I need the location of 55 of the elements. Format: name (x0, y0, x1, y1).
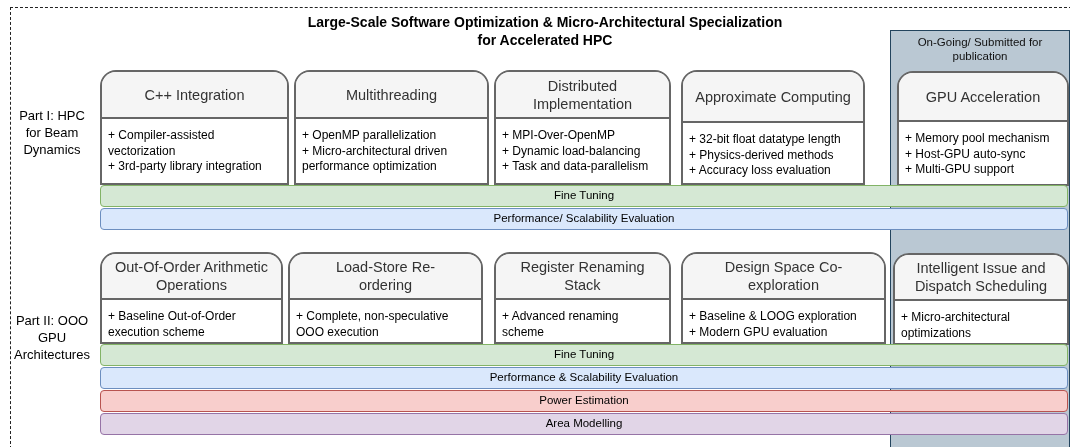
card-title: GPU Acceleration (925, 87, 1041, 106)
bullet-text: + 3rd-party library integration (108, 159, 263, 175)
bar-label: Fine Tuning (553, 347, 615, 363)
task-card (897, 71, 1069, 186)
card-title: Multithreading (345, 85, 438, 104)
bullet-text: + Complete, non-speculative OOO execution (296, 309, 450, 340)
card-title: Design Space Co-exploration (723, 258, 844, 294)
task-card (494, 252, 671, 344)
task-card (288, 252, 483, 344)
bullet-text: + MPI-Over-OpenMP (502, 128, 617, 144)
bullet-text: + Multi-GPU support (905, 162, 1016, 178)
phase-bar (100, 413, 1068, 435)
card-title: Intelligent Issue and Dispatch Scheduling (913, 259, 1049, 295)
bullet-text: + Physics-derived methods (689, 147, 835, 163)
bar-label: Area Modelling (545, 416, 623, 432)
card-title: C++ Integration (144, 85, 245, 104)
card-title: Load-Store Re-ordering (334, 258, 437, 294)
bar-label: Power Estimation (539, 393, 629, 409)
task-card (100, 70, 289, 185)
bullet-text: + Host-GPU auto-sync (905, 146, 1027, 162)
phase-bar (100, 185, 1068, 207)
bullet-text: + Dynamic load-balancing (502, 143, 642, 159)
bar-label: Performance & Scalability Evaluation (489, 370, 679, 386)
card-title: Distributed Implementation (531, 76, 634, 113)
bullet-text: + Memory pool mechanism (905, 131, 1051, 147)
card-title: Approximate Computing (695, 87, 851, 106)
phase-bar (100, 344, 1068, 366)
bullet-text: + OpenMP parallelization (302, 128, 438, 144)
task-card (893, 253, 1069, 345)
bullet-text: + Advanced renaming scheme (502, 309, 620, 340)
task-card (681, 70, 865, 185)
bullet-text: + Micro-architectural driven performance optimization (302, 143, 449, 175)
part-label: Part I: HPC for Beam Dynamics (18, 107, 86, 158)
bar-label: Fine Tuning (553, 188, 615, 204)
bullet-text: + Accuracy loss evaluation (689, 163, 832, 179)
bullet-text: + Micro-architectural optimizations (901, 310, 1012, 341)
phase-bar (100, 367, 1068, 389)
task-card (681, 252, 886, 344)
card-title: Register Renaming Stack (519, 258, 646, 294)
bullet-text: + Baseline Out-of-Order execution scheme (108, 309, 237, 340)
part-label: Part II: OOO GPU Architectures (13, 312, 91, 363)
card-title: Out-Of-Order Arithmetic Operations (113, 258, 270, 294)
bar-label: Performance/ Scalability Evaluation (493, 211, 675, 227)
task-card (100, 252, 283, 344)
diagram-title: Large-Scale Software Optimization & Micro-Architectural Specialization for Accelerated HPC (306, 13, 784, 49)
task-card (494, 70, 671, 185)
bullet-text: + Task and data-parallelism (502, 159, 650, 175)
bullet-text: + 32-bit float datatype length (689, 132, 842, 148)
band-heading: On-Going/ Submitted for publication (916, 35, 1044, 63)
bullet-text: + Modern GPU evaluation (689, 324, 829, 340)
bullet-text: + Compiler-assisted vectorization (108, 128, 216, 159)
phase-bar (100, 390, 1068, 412)
phase-bar (100, 208, 1068, 230)
bullet-text: + Baseline & LOOG exploration (689, 309, 858, 325)
task-card (294, 70, 489, 185)
